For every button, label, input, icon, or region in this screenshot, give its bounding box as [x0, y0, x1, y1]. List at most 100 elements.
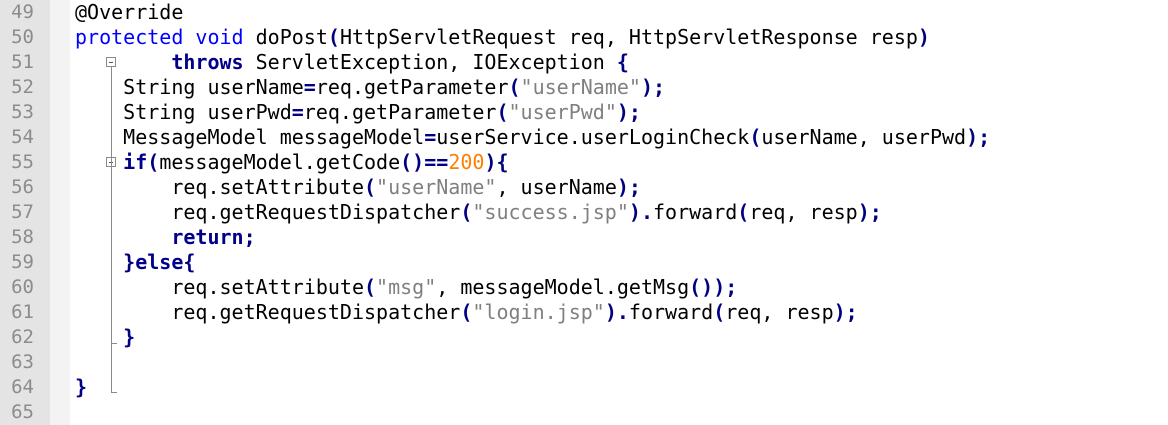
line-number: 65 [11, 401, 34, 423]
line-number: 63 [11, 351, 34, 373]
code-token: String userName [75, 75, 304, 99]
code-token: ()== [400, 150, 449, 174]
line-number: 51 [11, 51, 34, 73]
code-token: "userPwd" [508, 100, 617, 124]
line-number: 57 [11, 201, 34, 223]
code-token: throws [171, 50, 244, 74]
code-token: } [123, 250, 136, 274]
code-line[interactable]: @Override [75, 0, 183, 25]
code-token: ); [640, 75, 666, 99]
code-token [183, 25, 195, 49]
code-token: ( [327, 25, 340, 49]
code-token: if [123, 150, 148, 174]
code-token: req.getParameter [315, 75, 509, 99]
code-token: = [424, 125, 437, 149]
code-token: = [303, 75, 316, 99]
code-token: String userPwd [75, 100, 292, 124]
code-line[interactable]: return; [75, 225, 255, 250]
code-line[interactable]: }else{ [75, 250, 195, 275]
code-token: , messageModel.getMsg [436, 275, 690, 299]
line-number: 52 [11, 76, 34, 98]
code-token: ( [363, 175, 377, 199]
code-token: } [123, 325, 136, 349]
fold-guide-line [111, 153, 112, 393]
code-token: req.getRequestDispatcher [75, 300, 461, 324]
code-token: "login.jsp" [472, 300, 605, 324]
code-token: req, resp [749, 200, 858, 224]
line-number: 54 [11, 126, 34, 148]
code-line[interactable]: req.setAttribute("msg", messageModel.get… [75, 275, 737, 300]
code-token: ( [363, 275, 377, 299]
code-token: } [75, 375, 88, 399]
code-token: ); [966, 125, 991, 149]
line-number-gutter [0, 0, 50, 425]
code-token: ( [713, 300, 726, 324]
fold-collapse-icon[interactable] [106, 57, 116, 67]
code-line[interactable]: String userPwd=req.getParameter("userPwd… [75, 100, 641, 125]
fold-guide-line [111, 67, 112, 153]
code-token [75, 325, 123, 349]
code-token: ( [737, 200, 750, 224]
line-number: 64 [11, 376, 34, 398]
code-token: ); [833, 300, 858, 324]
code-token: forward [628, 300, 714, 324]
code-token: void [195, 25, 244, 49]
line-number: 60 [11, 276, 34, 298]
code-token: { [616, 50, 629, 74]
line-number: 59 [11, 251, 34, 273]
code-token: ){ [484, 150, 509, 174]
line-number: 56 [11, 176, 34, 198]
code-line[interactable]: req.getRequestDispatcher("success.jsp").… [75, 200, 882, 225]
code-token: "userName" [376, 175, 497, 199]
code-token: ) [917, 25, 930, 49]
code-token: ). [628, 200, 653, 224]
code-token: ( [460, 200, 473, 224]
code-line[interactable]: MessageModel messageModel=userService.us… [75, 125, 990, 150]
code-line[interactable]: req.getRequestDispatcher("login.jsp").fo… [75, 300, 858, 325]
code-token: userService.userLoginCheck [436, 125, 750, 149]
code-token: "success.jsp" [472, 200, 629, 224]
line-number: 62 [11, 326, 34, 348]
code-token: ( [749, 125, 762, 149]
code-line[interactable]: if(messageModel.getCode()==200){ [75, 150, 509, 175]
code-token: ServletException, IOException [243, 50, 617, 74]
code-line[interactable]: } [75, 375, 87, 400]
code-line[interactable]: req.setAttribute("userName", userName); [75, 175, 641, 200]
code-token: ); [616, 100, 641, 124]
code-token: else [135, 250, 184, 274]
code-token: HttpServletRequest req, HttpServletRespo… [339, 25, 918, 49]
code-token: ( [460, 300, 473, 324]
line-number: 49 [11, 1, 34, 23]
code-token: , userName [496, 175, 617, 199]
code-token: doPost [243, 25, 328, 49]
code-token: req.getRequestDispatcher [75, 200, 461, 224]
code-token: ); [857, 200, 882, 224]
code-token: MessageModel messageModel [75, 125, 425, 149]
line-number: 53 [11, 101, 34, 123]
code-token: @Override [75, 0, 184, 24]
code-line[interactable]: String userName=req.getParameter("userNa… [75, 75, 665, 100]
code-token: = [291, 100, 304, 124]
code-token: req.setAttribute [75, 275, 364, 299]
code-token: "userName" [520, 75, 641, 99]
code-token [75, 50, 171, 74]
code-token: req.setAttribute [75, 175, 364, 199]
code-token: userName, userPwd [761, 125, 967, 149]
code-token: { [183, 250, 196, 274]
code-token: "msg" [376, 275, 437, 299]
code-token: ( [508, 75, 521, 99]
code-line[interactable]: } [75, 325, 135, 350]
code-token: req.getParameter [303, 100, 497, 124]
code-token: ()); [689, 275, 738, 299]
code-token: ); [616, 175, 641, 199]
line-number: 55 [11, 151, 34, 173]
line-number: 61 [11, 301, 34, 323]
code-line[interactable]: throws ServletException, IOException { [75, 50, 629, 75]
fold-margin [50, 0, 117, 425]
fold-end-marker [111, 392, 117, 393]
fold-end-marker [111, 343, 117, 344]
code-line[interactable]: protected void doPost(HttpServletRequest… [75, 25, 930, 50]
code-token: req, resp [725, 300, 834, 324]
